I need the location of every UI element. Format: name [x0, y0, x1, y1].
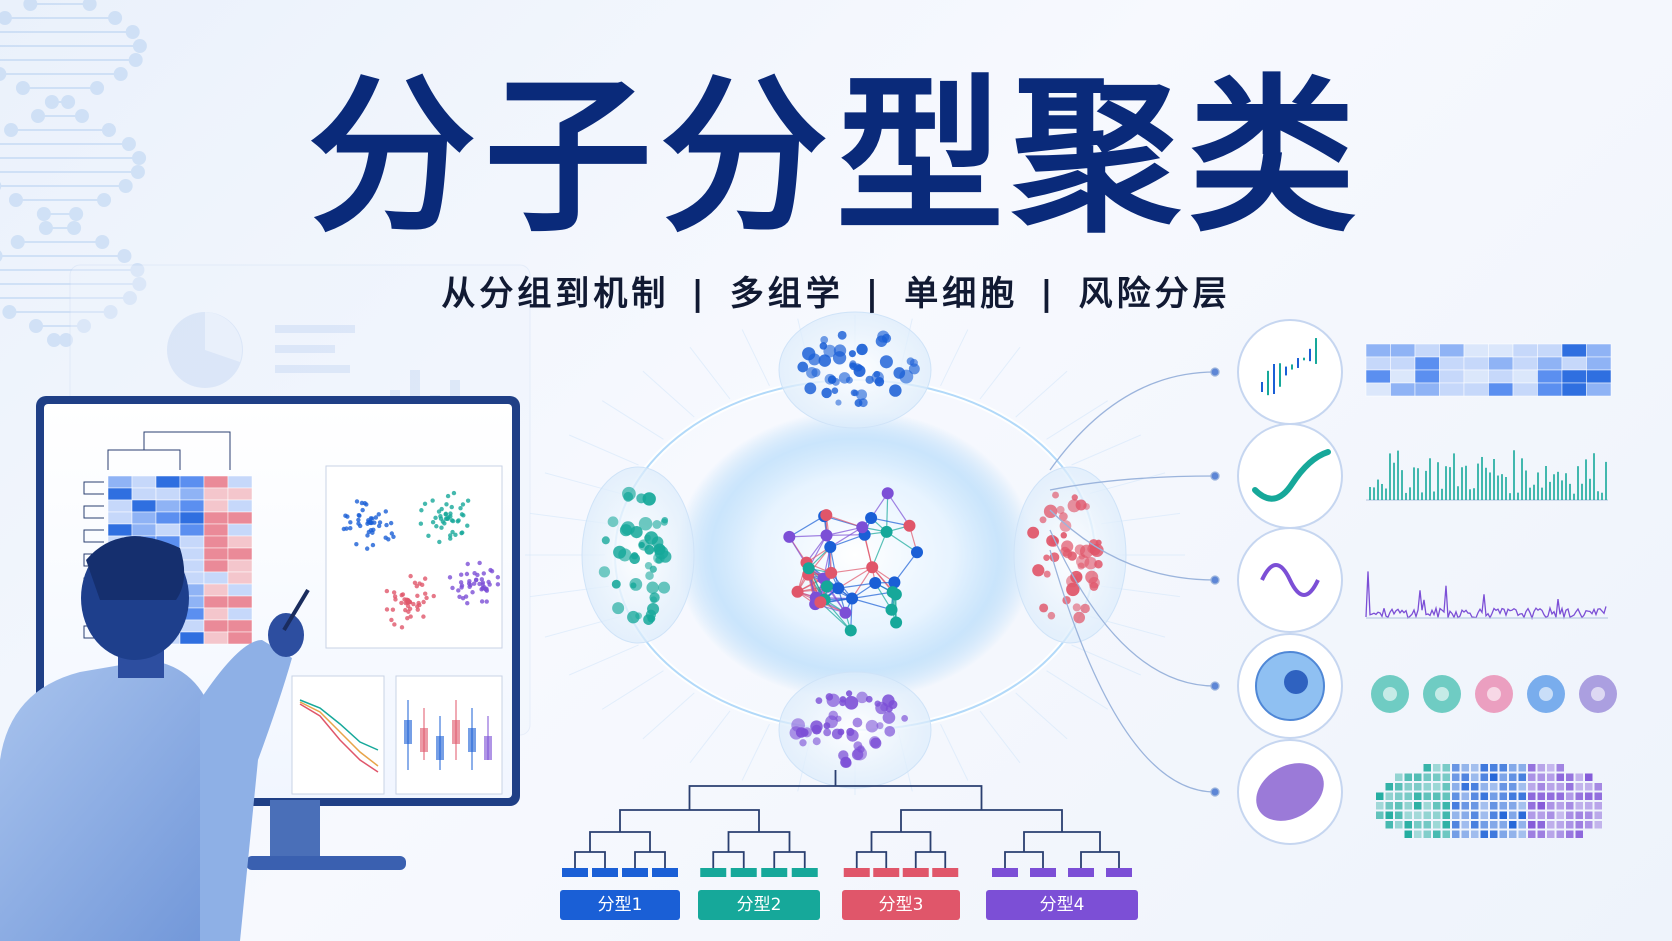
network-node [885, 603, 898, 616]
network-node [881, 487, 894, 500]
dendrogram-leaf [843, 868, 870, 877]
network-node [880, 525, 893, 538]
subtitle: 从分组到机制 | 多组学 | 单细胞 | 风险分层 [0, 266, 1672, 315]
network-node [791, 585, 804, 598]
subtitle-separator: | [865, 274, 883, 314]
subtitle-item-grouping: 从分组到机制 [441, 274, 670, 314]
dendrogram-leaf [791, 868, 818, 877]
subtitle-separator: | [1040, 274, 1057, 314]
subtype-label-1: 分型1 [560, 890, 680, 920]
network-node [825, 566, 838, 579]
dendrogram-leaf [761, 868, 788, 877]
dendrogram-leaf [1068, 868, 1094, 877]
dna-icon [1237, 319, 1343, 425]
network-node [820, 580, 833, 593]
dendrogram [574, 770, 1120, 868]
dendrogram-leaf [1030, 868, 1056, 877]
dendrogram-leaf [992, 868, 1018, 877]
dendrogram-leaf [902, 868, 929, 877]
omics-panel [1049, 319, 1617, 845]
network-node [866, 561, 879, 574]
subtype-label-3: 分型3 [842, 890, 960, 920]
network-node [814, 596, 827, 609]
dna-helix-decoration [0, 0, 147, 347]
network-node [820, 509, 833, 522]
monitor-scatter [325, 465, 503, 649]
dendrogram-leaf [730, 868, 757, 877]
subtitle-item-singlecell: 单细胞 [904, 274, 1019, 314]
scientist-figure [0, 536, 310, 941]
network-node [886, 586, 899, 599]
network-node [802, 562, 815, 575]
subtitle-separator: | [691, 274, 708, 314]
dendrogram-leaf [700, 868, 727, 877]
dendrogram-leaf [562, 868, 588, 877]
cluster-purple [789, 690, 909, 768]
network-node [844, 624, 857, 637]
dendrogram-leaf [873, 868, 900, 877]
network-node [783, 530, 796, 543]
dendrogram-leaf [932, 868, 959, 877]
network-node [903, 519, 916, 532]
network-node [824, 541, 837, 554]
rna-icon [1237, 423, 1343, 529]
network-node [911, 546, 924, 559]
monitor-survival-curve [291, 675, 385, 795]
dendrogram-leaf [592, 868, 618, 877]
page-title: 分子分型聚类 [308, 59, 1364, 255]
subtitle-item-risk: 风险分层 [1078, 274, 1231, 314]
network-node [832, 582, 845, 595]
network-node [856, 521, 869, 534]
network-node [820, 529, 833, 542]
subtype-label-2: 分型2 [698, 890, 820, 920]
cluster-red [1027, 491, 1104, 624]
network-node [888, 576, 901, 589]
network-node [869, 577, 882, 590]
cluster-teal [598, 486, 672, 625]
center-diagram [525, 311, 1185, 795]
dendrogram-leaf [622, 868, 648, 877]
dendrogram-leaf [1106, 868, 1132, 877]
dendrogram-leaf [652, 868, 678, 877]
network-node [846, 592, 859, 605]
monitor-boxplot [395, 675, 503, 795]
network-node [839, 606, 852, 619]
subtype-label-4: 分型4 [986, 890, 1138, 920]
cluster-blue [797, 330, 920, 408]
network-node [890, 616, 903, 629]
network-node [865, 511, 878, 524]
subtitle-item-multiomics: 多组学 [729, 274, 844, 314]
